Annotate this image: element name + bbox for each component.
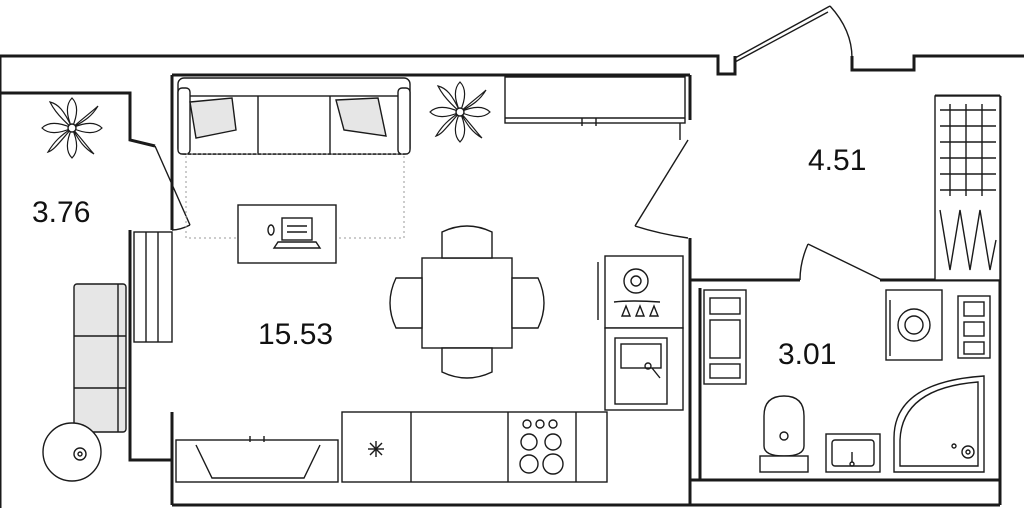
wall-cabinet <box>504 76 686 126</box>
bathroom-door <box>799 243 883 281</box>
plant-icon <box>41 97 103 159</box>
entrance-door <box>734 5 853 63</box>
kitchen-right <box>597 255 684 411</box>
hallway-area-label: 4.51 <box>808 144 866 177</box>
washbasin-icon <box>825 433 881 473</box>
living-room-area-label: 15.53 <box>258 318 333 351</box>
dishwasher-icon <box>368 441 384 457</box>
bathroom-cabinet <box>703 289 747 385</box>
bathroom-shelf <box>957 295 991 359</box>
wardrobe <box>934 95 1001 281</box>
coffee-table <box>237 204 337 264</box>
shower-cabinet <box>893 375 985 473</box>
laptop-icon <box>272 217 322 249</box>
outer-walls <box>0 54 1024 508</box>
tv-stand <box>175 436 339 483</box>
sofa <box>177 77 411 155</box>
kitchen-counter <box>341 411 608 483</box>
bathroom-area-label: 3.01 <box>778 338 836 371</box>
plant-icon <box>429 81 491 143</box>
balcony-area-label: 3.76 <box>32 196 90 229</box>
dining-set <box>389 225 545 379</box>
stove-icon <box>519 419 564 475</box>
toilet-icon <box>759 395 809 473</box>
balcony-bench <box>73 283 127 433</box>
balcony-door <box>154 145 191 231</box>
balcony-table <box>42 422 102 482</box>
balcony-window <box>133 231 173 343</box>
washing-machine <box>885 289 943 361</box>
